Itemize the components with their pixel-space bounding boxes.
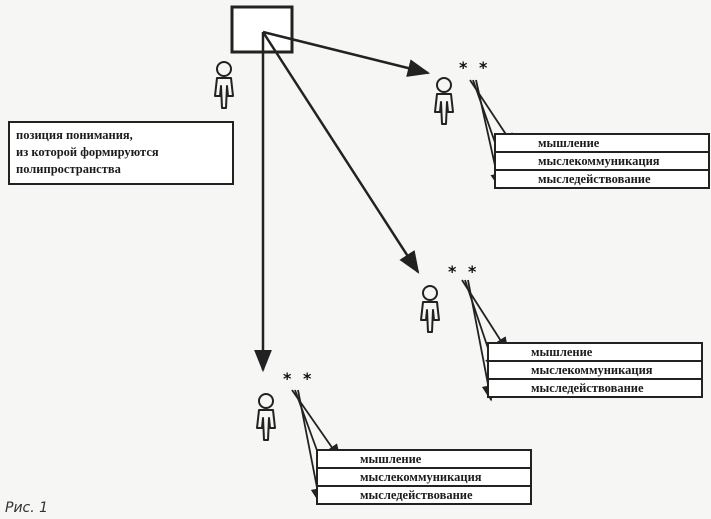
activity-stack-top: мышление мыслекоммуникация мыследействов… [494, 133, 710, 189]
stack-item-action: мыследействование [494, 169, 710, 189]
stack-item-thinking: мышление [494, 133, 710, 153]
stack-item-communication: мыслекоммуникация [487, 360, 703, 380]
person-icon-bottom [256, 393, 276, 441]
person-icon-top [434, 77, 454, 125]
arrow-to-person-top [262, 30, 431, 77]
activity-stack-bottom: мышление мыслекоммуникация мыследействов… [316, 449, 532, 505]
stack-item-action: мыследействование [316, 485, 532, 505]
stars-marker: * * [283, 369, 315, 388]
stack-item-action: мыследействование [487, 378, 703, 398]
person-icon-observer [214, 61, 234, 109]
figure-label: Рис. 1 [5, 500, 49, 516]
activity-stack-middle: мышление мыслекоммуникация мыследействов… [487, 342, 703, 398]
person-icon-middle [420, 285, 440, 333]
arrow-to-person-middle [261, 31, 420, 274]
stack-item-thinking: мышление [316, 449, 532, 469]
stars-marker: * * [459, 58, 491, 77]
stack-item-communication: мыслекоммуникация [494, 151, 710, 171]
caption-line: позиция понимания, [16, 128, 133, 142]
caption-box: позиция понимания, из которой формируютс… [8, 121, 234, 185]
caption-line: из которой формируются [16, 145, 159, 159]
stars-marker: * * [448, 262, 480, 281]
stack-item-communication: мыслекоммуникация [316, 467, 532, 487]
caption-line: полипространства [16, 162, 121, 176]
stack-item-thinking: мышление [487, 342, 703, 362]
